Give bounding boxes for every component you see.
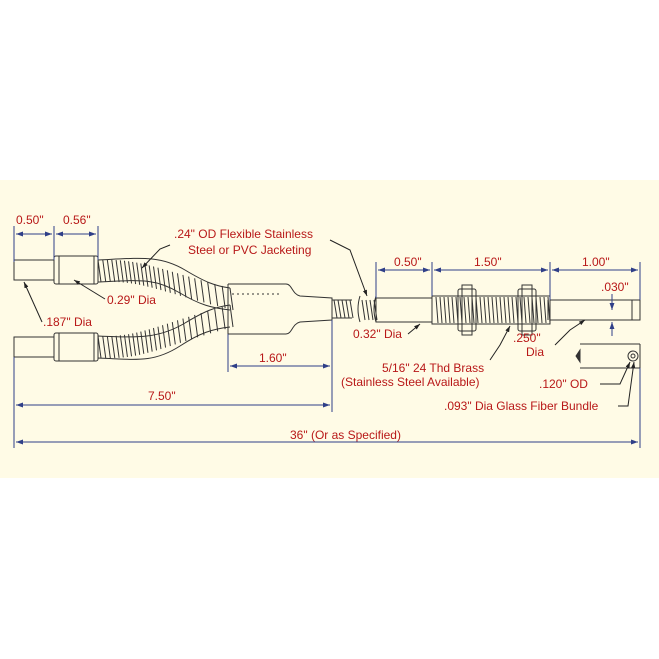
drawing-panel [0, 180, 659, 478]
branch-length-label: 7.50" [148, 389, 176, 403]
thread-annotation-line2: (Stainless Steel Available) [341, 375, 480, 389]
breakout-transition [227, 283, 333, 335]
leader-lines [23, 239, 636, 407]
probe-dia-label: 0.32" Dia [353, 327, 402, 341]
overall-length-label: 36" (Or as Specified) [290, 428, 401, 442]
lower-jacket [97, 304, 234, 360]
fiber-bundle-annotation: .093" Dia Glass Fiber Bundle [444, 399, 599, 413]
jacket-annotation-line1: .24" OD Flexible Stainless [174, 227, 313, 241]
upper-tip [13, 255, 99, 285]
dimension-lines [13, 226, 641, 448]
end-od-label-line1: .250" [513, 331, 541, 345]
probe-a-label: 0.50" [394, 255, 422, 269]
lower-tip [13, 332, 99, 362]
labels: 0.50" 0.56" 0.29" Dia .187" Dia .24" OD … [16, 213, 629, 442]
tip-small-dia-label: .187" Dia [43, 315, 92, 329]
fiber-od-label: .120" OD [539, 377, 588, 391]
tip-length-b-label: 0.56" [63, 213, 91, 227]
upper-jacket [97, 257, 234, 311]
probe-end-view [575, 343, 641, 369]
tip-dia-label: 0.29" Dia [107, 293, 156, 307]
jacket-annotation-line2: Steel or PVC Jacketing [188, 243, 311, 257]
thread-annotation-line1: 5/16" 24 Thd Brass [382, 361, 484, 375]
tip-length-a-label: 0.50" [16, 213, 44, 227]
tip-step-label: .030" [601, 280, 629, 294]
trunk-jacket [332, 299, 354, 319]
probe-c-label: 1.00" [582, 255, 610, 269]
probe-body [361, 284, 641, 336]
probe-b-label: 1.50" [474, 255, 502, 269]
end-od-label-line2: Dia [526, 345, 544, 359]
transition-length-label: 1.60" [259, 351, 287, 365]
break-mark [357, 295, 377, 323]
